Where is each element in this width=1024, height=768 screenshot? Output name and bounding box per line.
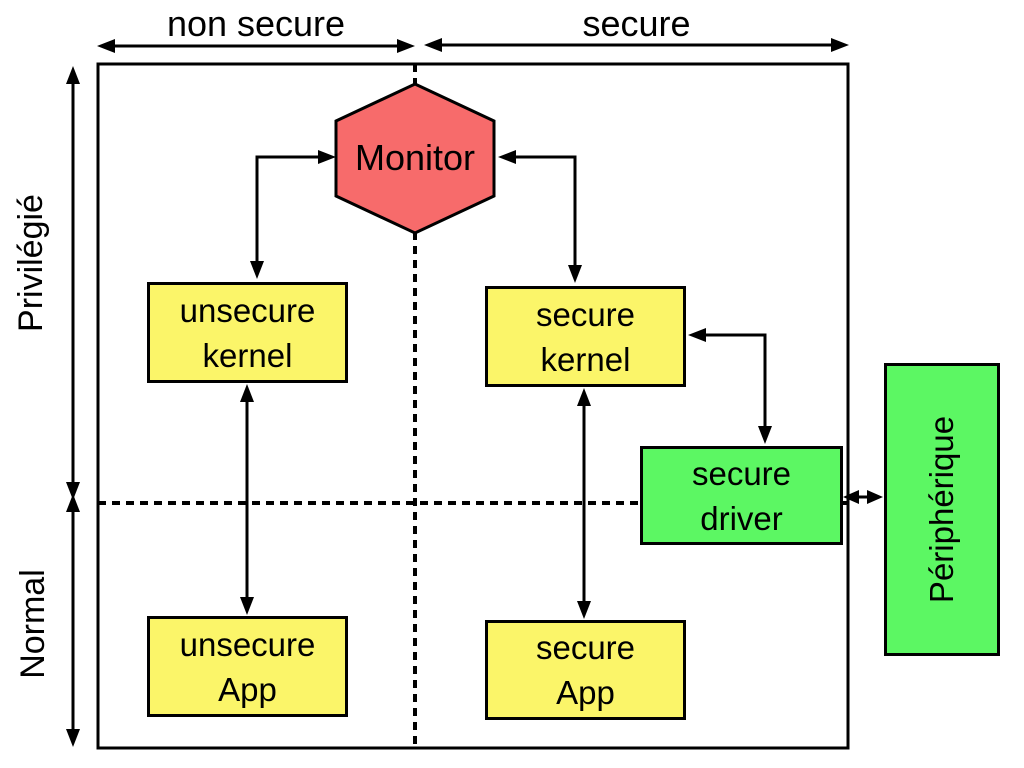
privilege-label: Privilégié	[11, 194, 50, 332]
driver-peripheral-arrow	[843, 490, 883, 504]
normal-label: Normal	[13, 569, 52, 679]
non-secure-extent-arrow	[97, 39, 415, 53]
secure-kernel-node: secure kernel	[485, 286, 686, 387]
monitor-label: Monitor	[354, 137, 476, 178]
secure-extent-arrow	[424, 38, 849, 52]
peripheral-node: Périphérique	[884, 363, 1000, 656]
normal-extent-arrow	[66, 494, 80, 747]
monitor-unsecure-kernel-arrow	[250, 150, 336, 279]
unsecure-kernel-app-arrow	[240, 384, 254, 615]
world-boundary-box	[96, 62, 850, 750]
monitor-secure-kernel-arrow	[498, 150, 582, 283]
non-secure-label: non secure	[166, 3, 346, 44]
secure-kernel-driver-arrow	[688, 328, 772, 444]
secure-app-node: secure App	[485, 620, 686, 720]
unsecure-app-node: unsecure App	[147, 616, 348, 717]
unsecure-kernel-node: unsecure kernel	[147, 282, 348, 383]
monitor-hexagon	[334, 82, 496, 235]
secure-kernel-app-arrow	[577, 388, 591, 619]
privilege-extent-arrow	[66, 66, 80, 500]
secure-label: secure	[582, 3, 691, 44]
peripheral-label: Périphérique	[923, 415, 961, 604]
secure-driver-node: secure driver	[640, 446, 843, 545]
